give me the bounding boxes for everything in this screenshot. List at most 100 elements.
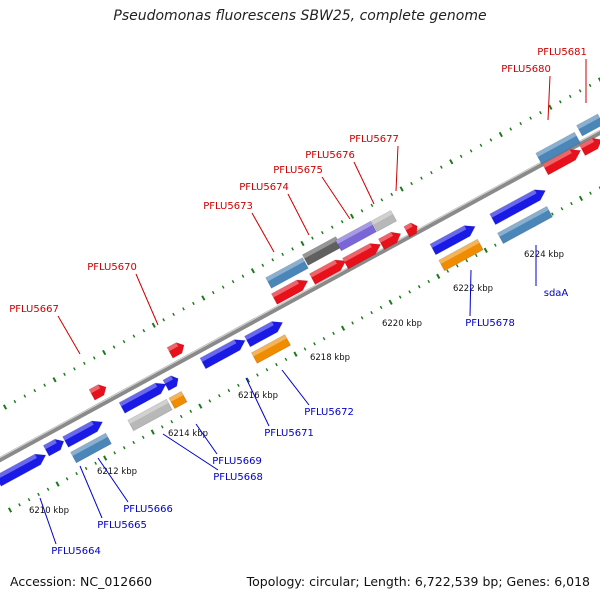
track-dot [498, 131, 503, 138]
gene-block[interactable] [342, 239, 384, 270]
gene-block[interactable] [166, 340, 187, 359]
callout-leader [135, 273, 159, 326]
gene-block[interactable] [199, 335, 248, 370]
track-dot [275, 362, 278, 367]
track-dot [2, 404, 8, 410]
gene-block[interactable] [542, 145, 584, 176]
gene-block[interactable] [377, 228, 403, 251]
track-dot [141, 435, 145, 439]
track-dot [351, 321, 354, 325]
track-dot [311, 236, 314, 240]
gene-label-bottom[interactable]: PFLU5666 [123, 504, 173, 515]
track-dot [379, 305, 383, 310]
gene-label-top[interactable]: PFLU5680 [501, 64, 551, 75]
gene-layer [0, 113, 600, 487]
track-dot [589, 191, 592, 195]
track-dot [43, 383, 46, 387]
tick-label: 6224 kbp [524, 250, 564, 260]
track-dot [23, 394, 27, 398]
gene-label-top[interactable]: PFLU5667 [9, 304, 59, 315]
gene-block[interactable] [127, 398, 173, 432]
tick-label: 6220 kbp [382, 319, 422, 329]
gene-block[interactable] [335, 220, 377, 252]
gene-block[interactable] [496, 205, 554, 245]
track-dot [132, 334, 136, 338]
gene-block[interactable] [88, 382, 109, 401]
track-dot [440, 165, 443, 169]
callout-leader [79, 465, 103, 519]
callout-leader [287, 193, 310, 236]
gene-block[interactable] [576, 113, 600, 137]
track-dot [388, 299, 393, 305]
track-dot [465, 259, 469, 263]
gene-label-top[interactable]: PFLU5675 [273, 165, 323, 176]
track-dot [399, 186, 404, 192]
gene-label-top[interactable]: PFLU5677 [349, 134, 399, 145]
gene-block[interactable] [0, 450, 49, 487]
track-dot [189, 409, 193, 413]
tick-label: 6216 kbp [238, 391, 278, 401]
track-dot [211, 290, 215, 295]
track-dot [420, 176, 423, 180]
track-dot [7, 507, 13, 513]
gene-block[interactable] [250, 334, 292, 364]
track-dot [479, 143, 483, 148]
gene-block[interactable] [489, 185, 548, 226]
gene-block[interactable] [535, 131, 581, 165]
gene-block[interactable] [438, 238, 484, 272]
track-dot [160, 425, 164, 429]
gene-block[interactable] [403, 221, 420, 238]
track-dot [13, 399, 17, 404]
track-dot [271, 258, 275, 262]
gene-label-bottom[interactable]: PFLU5672 [304, 407, 354, 418]
track-dot [559, 100, 562, 104]
gene-label-top[interactable]: PFLU5674 [239, 182, 289, 193]
callout-leader [195, 423, 218, 455]
gene-block[interactable] [244, 317, 286, 348]
track-dot [493, 243, 497, 247]
gene-block[interactable] [308, 256, 348, 285]
track-dot [570, 201, 573, 206]
gene-block[interactable] [270, 276, 310, 305]
gene-label-bottom[interactable]: PFLU5668 [213, 472, 263, 483]
track-dot [551, 212, 554, 216]
track-dot [303, 347, 307, 351]
track-dot [103, 455, 108, 461]
gene-block[interactable] [265, 257, 309, 289]
tick-label: 6218 kbp [310, 353, 350, 363]
gene-label-bottom[interactable]: PFLU5671 [264, 428, 314, 439]
track-dot [245, 377, 250, 383]
track-dot [102, 349, 107, 356]
gene-block[interactable] [429, 221, 478, 256]
callout-leader [281, 369, 310, 406]
track-dot [380, 198, 384, 202]
gene-block[interactable] [42, 436, 66, 457]
track-dot [231, 279, 235, 284]
track-dot [430, 170, 433, 175]
track-dot [560, 207, 564, 211]
gene-label-bottom[interactable]: PFLU5678 [465, 318, 515, 329]
gene-block[interactable] [168, 390, 188, 410]
gene-label-bottom[interactable]: PFLU5665 [97, 520, 147, 531]
gene-block[interactable] [370, 209, 398, 233]
gene-label-bottom[interactable]: sdaA [544, 288, 569, 299]
callout-leader [353, 161, 375, 205]
track-dot [84, 466, 88, 471]
gene-label-bottom[interactable]: PFLU5669 [212, 456, 262, 467]
gene-label-top[interactable]: PFLU5676 [305, 150, 355, 161]
gene-block[interactable] [62, 417, 106, 448]
gene-label-top[interactable]: PFLU5673 [203, 201, 253, 212]
callout-leader [251, 212, 275, 253]
callout-leader [469, 269, 472, 317]
track-dot [55, 481, 60, 487]
track-dot [208, 399, 212, 403]
gene-label-top[interactable]: PFLU5681 [537, 47, 587, 58]
gene-block[interactable] [162, 373, 181, 392]
gene-block[interactable] [70, 432, 112, 464]
track-dot [142, 329, 146, 333]
gene-block[interactable] [118, 379, 169, 414]
gene-label-bottom[interactable]: PFLU5664 [51, 546, 101, 557]
gene-label-top[interactable]: PFLU5670 [87, 262, 137, 273]
track-dot [568, 94, 572, 99]
track-dot [52, 377, 57, 383]
